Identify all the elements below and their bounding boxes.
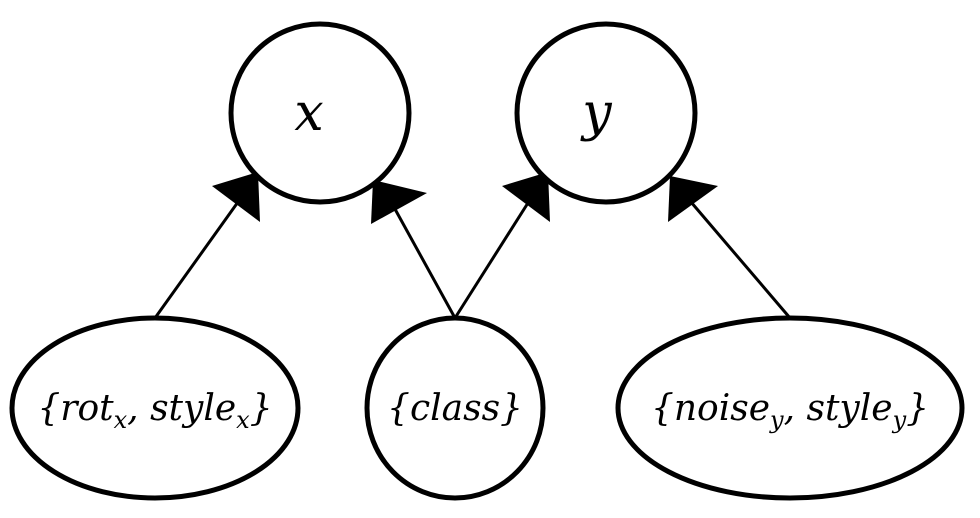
edge-class-to-x <box>388 199 457 319</box>
edge-rotstyle-to-x <box>153 194 245 319</box>
style-text: style <box>150 388 236 429</box>
arrowhead-class-to-x <box>371 180 427 224</box>
noise-text: noise <box>674 388 770 429</box>
arrowhead-class-to-y <box>502 172 550 222</box>
edge-noisestyle-to-y <box>683 194 792 319</box>
close-brace: } <box>906 388 929 429</box>
edges <box>153 172 792 319</box>
node-rot-style-x-label: {rotx, stylex} <box>37 388 272 434</box>
node-y-label: y <box>580 83 612 143</box>
separator: , <box>127 388 150 429</box>
style-subscript: y <box>892 406 907 434</box>
node-class-label: {class} <box>387 388 523 429</box>
close-brace: } <box>250 388 273 429</box>
arrowhead-rotstyle-to-x <box>212 172 260 222</box>
node-class: {class} <box>364 315 546 501</box>
node-x-label: x <box>294 83 323 143</box>
edge-class-to-y <box>453 194 535 319</box>
node-noise-style-y-label: {noisey, styley} <box>651 388 929 434</box>
node-rot-style-x: {rotx, stylex} <box>9 315 301 501</box>
open-brace: { <box>651 388 674 429</box>
noise-subscript: y <box>769 406 784 434</box>
arrowhead-noisestyle-to-y <box>668 176 718 222</box>
node-y: y <box>514 21 698 205</box>
open-brace: { <box>37 388 60 429</box>
rot-text: rot <box>60 388 114 429</box>
rot-subscript: x <box>114 406 128 434</box>
separator: , <box>784 388 807 429</box>
node-x: x <box>228 21 412 205</box>
node-noise-style-y: {noisey, styley} <box>615 315 965 501</box>
style-subscript: x <box>236 406 250 434</box>
style-text: style <box>806 388 892 429</box>
